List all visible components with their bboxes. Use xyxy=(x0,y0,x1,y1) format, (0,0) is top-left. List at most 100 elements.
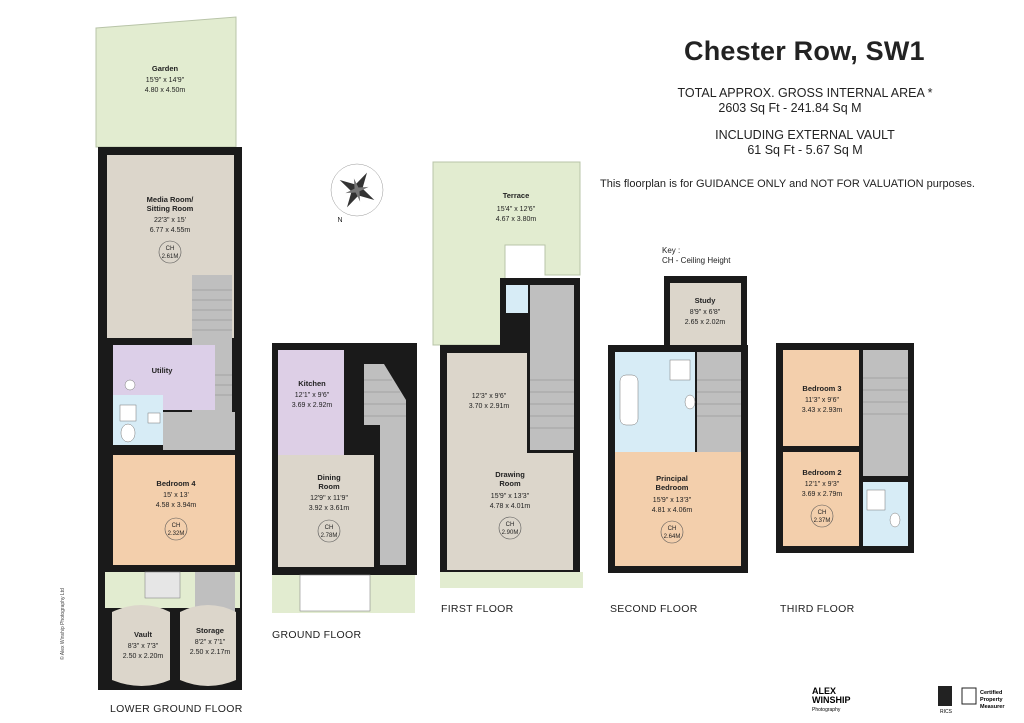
bedroom-2-area xyxy=(783,452,859,546)
terrace-imperial: 15'4" x 12'6" xyxy=(497,206,536,213)
lg-passage xyxy=(195,572,235,612)
principal-bedroom-label-1: Principal xyxy=(656,474,688,483)
study-imperial: 8'9" x 6'8" xyxy=(690,309,721,316)
dining-room-label-2: Room xyxy=(318,482,340,491)
gross-area-value: 2603 Sq Ft - 241.84 Sq M xyxy=(718,101,862,115)
bedroom-3-area xyxy=(783,350,859,446)
storage-metric: 2.50 x 2.17m xyxy=(190,649,231,656)
compass-rose xyxy=(330,163,384,217)
bedroom-2-ch-value: 2.37M xyxy=(814,518,831,524)
drawing-room-area xyxy=(447,453,573,570)
room-labels: Garden 15'9" x 14'9" 4.80 x 4.50m Media … xyxy=(123,64,843,660)
dining-room-ch-label: CH xyxy=(325,525,334,531)
vault-area-value: 61 Sq Ft - 5.67 Sq M xyxy=(747,143,863,157)
drawing-room-label-2: Room xyxy=(499,479,521,488)
bedroom-3-label: Bedroom 3 xyxy=(802,384,841,393)
gross-area-label: TOTAL APPROX. GROSS INTERNAL AREA * xyxy=(677,86,933,100)
bedroom-4-ch-label: CH xyxy=(172,523,181,529)
vault-area-label: INCLUDING EXTERNAL VAULT xyxy=(715,128,895,142)
bedroom-2-ch-badge xyxy=(810,504,834,528)
principal-bedroom-label-2: Bedroom xyxy=(656,483,689,492)
photo-credit: © Alex Winship Photography Ltd xyxy=(60,588,66,660)
footer-logos: ALEX WINSHIP Photography RICS Certified … xyxy=(812,686,1005,715)
storage-imperial: 8'2" x 7'1" xyxy=(195,639,226,646)
certified-label-3: Measurer xyxy=(980,704,1005,710)
ground-stairs xyxy=(364,364,406,565)
compass-north-label: N xyxy=(337,217,342,224)
vault-metric: 2.50 x 2.20m xyxy=(123,653,164,660)
garden-metric: 4.80 x 4.50m xyxy=(145,87,186,94)
vault-area xyxy=(112,605,170,686)
principal-bedroom-ch-badge xyxy=(660,520,684,544)
key-ceiling-height: CH - Ceiling Height xyxy=(662,256,731,265)
ground-floor-plan xyxy=(272,343,417,613)
kitchen-imperial: 12'1" x 9'6" xyxy=(295,392,330,399)
drawing-room-ch-label: CH xyxy=(506,522,515,528)
floor-label-lower-ground: LOWER GROUND FLOOR xyxy=(110,703,243,715)
bedroom-2-label: Bedroom 2 xyxy=(802,468,841,477)
floor-label-ground: GROUND FLOOR xyxy=(272,629,362,641)
storage-label: Storage xyxy=(196,626,224,635)
bedroom-2-imperial: 12'1" x 9'3" xyxy=(805,481,840,488)
drawing-room-front-area xyxy=(447,353,527,453)
brand-logo-line-3: Photography xyxy=(812,707,841,713)
drawing-room-label-1: Drawing xyxy=(495,470,525,479)
bedroom-4-ch-badge xyxy=(164,517,188,541)
media-room-ch-value: 2.61M xyxy=(162,254,179,260)
first-wc xyxy=(506,285,528,313)
drawing-room-ch-value: 2.90M xyxy=(502,530,519,536)
certified-label-1: Certified xyxy=(980,690,1002,696)
media-room-ch-label: CH xyxy=(166,246,175,252)
certified-measurer-icon xyxy=(961,687,977,705)
bedroom-3-imperial: 11'3" x 9'6" xyxy=(805,397,839,404)
drawing-room-metric: 4.78 x 4.01m xyxy=(490,503,531,510)
principal-bedroom-metric: 4.81 x 4.06m xyxy=(652,507,693,514)
bedroom-4-area xyxy=(113,455,235,565)
first-floor-balcony xyxy=(440,572,583,588)
media-room-ch-badge xyxy=(158,240,182,264)
bedroom-2-ch-label: CH xyxy=(818,510,827,516)
media-room-imperial: 22'3" x 15' xyxy=(154,217,186,224)
brand-logo-line-1: ALEX xyxy=(812,686,836,696)
garden-imperial: 15'9" x 14'9" xyxy=(146,77,185,84)
rics-logo-mark xyxy=(938,686,952,706)
terrace-label: Terrace xyxy=(503,191,530,200)
study-area xyxy=(670,283,741,346)
bedroom-4-ch-value: 2.32M xyxy=(168,531,185,537)
dining-room-label-1: Dining xyxy=(317,473,341,482)
dining-room-imperial: 12'9" x 11'9" xyxy=(310,495,348,502)
utility-label: Utility xyxy=(152,366,174,375)
study-metric: 2.65 x 2.02m xyxy=(685,319,726,326)
property-title: Chester Row, SW1 xyxy=(684,36,925,66)
dining-room-area xyxy=(278,455,374,567)
terrace-metric: 4.67 x 3.80m xyxy=(496,216,537,223)
floor-label-second: SECOND FLOOR xyxy=(610,603,698,615)
key-title: Key : xyxy=(662,246,681,255)
ground-front-steps xyxy=(299,574,371,612)
bedroom-2-metric: 3.69 x 2.79m xyxy=(802,491,843,498)
bedroom-4-metric: 4.58 x 3.94m xyxy=(156,502,197,509)
dining-room-metric: 3.92 x 3.61m xyxy=(309,505,350,512)
dining-room-ch-value: 2.78M xyxy=(321,533,338,539)
study-label: Study xyxy=(695,296,717,305)
lg-lightwell-stairs xyxy=(144,571,181,599)
principal-bedroom-ch-value: 2.64M xyxy=(664,534,681,540)
vault-imperial: 8'3" x 7'3" xyxy=(128,643,159,650)
media-room-label-2: Sitting Room xyxy=(147,204,194,213)
vault-label: Vault xyxy=(134,630,152,639)
principal-bedroom-area xyxy=(615,452,741,566)
garden-label: Garden xyxy=(152,64,179,73)
kitchen-label: Kitchen xyxy=(298,379,326,388)
third-floor-plan xyxy=(776,343,914,553)
media-room-label-1: Media Room/ xyxy=(147,195,195,204)
bedroom-4-imperial: 15' x 13' xyxy=(163,492,189,499)
floor-label-first: FIRST FLOOR xyxy=(441,603,514,615)
third-landing xyxy=(863,350,908,476)
drawing-room-ch-badge xyxy=(498,516,522,540)
drawing-front-metric: 3.70 x 2.91m xyxy=(469,403,510,410)
principal-bedroom-imperial: 15'9" x 13'3" xyxy=(653,497,692,504)
drawing-front-imperial: 12'3" x 9'6" xyxy=(472,393,507,400)
kitchen-metric: 3.69 x 2.92m xyxy=(292,402,333,409)
second-floor-plan xyxy=(608,276,748,573)
